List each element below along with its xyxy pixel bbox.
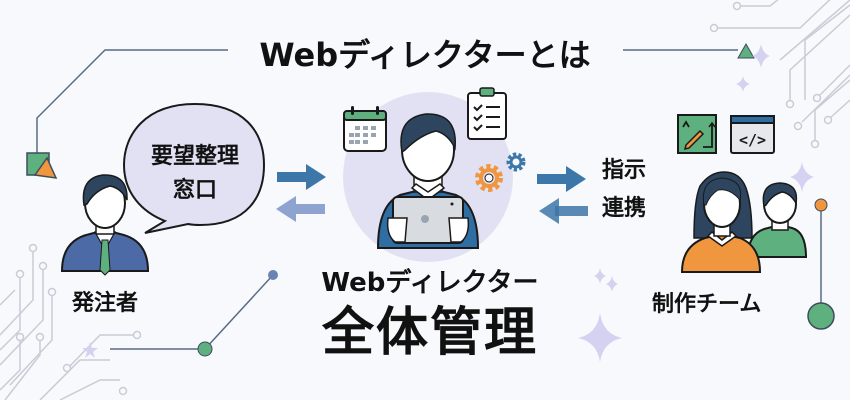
gears-icon bbox=[475, 152, 526, 192]
client-person-icon bbox=[60, 174, 150, 276]
action-line-1: 指示 bbox=[602, 158, 647, 183]
circuit-decoration-bottom-left bbox=[0, 243, 142, 400]
circuit-decoration-top-right bbox=[709, 0, 850, 149]
team-member-front-icon bbox=[680, 171, 762, 273]
svg-text:</>: </> bbox=[739, 131, 766, 149]
client-label: 発注者 bbox=[72, 291, 139, 316]
team-action-text: 指示 連携 bbox=[602, 152, 646, 228]
shape-decoration-left bbox=[26, 152, 58, 179]
connector-line-top-left bbox=[36, 49, 228, 155]
triangle-decoration bbox=[737, 42, 755, 59]
team-label: 制作チーム bbox=[652, 292, 762, 317]
arrow-left-to-client bbox=[276, 196, 325, 222]
design-edit-icon bbox=[677, 114, 717, 154]
speech-bubble bbox=[122, 102, 266, 234]
page-title: Webディレクターとは bbox=[259, 36, 591, 74]
arrow-left-to-director bbox=[539, 198, 588, 224]
action-line-2: 連携 bbox=[602, 196, 647, 221]
director-main-label: 全体管理 bbox=[321, 303, 538, 363]
team-member-back-icon bbox=[746, 182, 808, 258]
bubble-line-1: 要望整理 bbox=[150, 144, 239, 169]
tablet-icon bbox=[386, 196, 470, 244]
director-subtitle: Webディレクター bbox=[321, 268, 539, 298]
checklist-icon bbox=[467, 87, 507, 140]
code-window-icon: </> bbox=[730, 115, 775, 154]
bubble-line-2: 窓口 bbox=[172, 178, 217, 203]
calendar-icon bbox=[343, 106, 387, 152]
speech-bubble-text: 要望整理 窓口 bbox=[125, 140, 265, 208]
sparkle-decoration bbox=[82, 44, 814, 362]
arrow-right-to-director bbox=[277, 164, 326, 190]
arrow-right-to-team bbox=[537, 166, 586, 192]
